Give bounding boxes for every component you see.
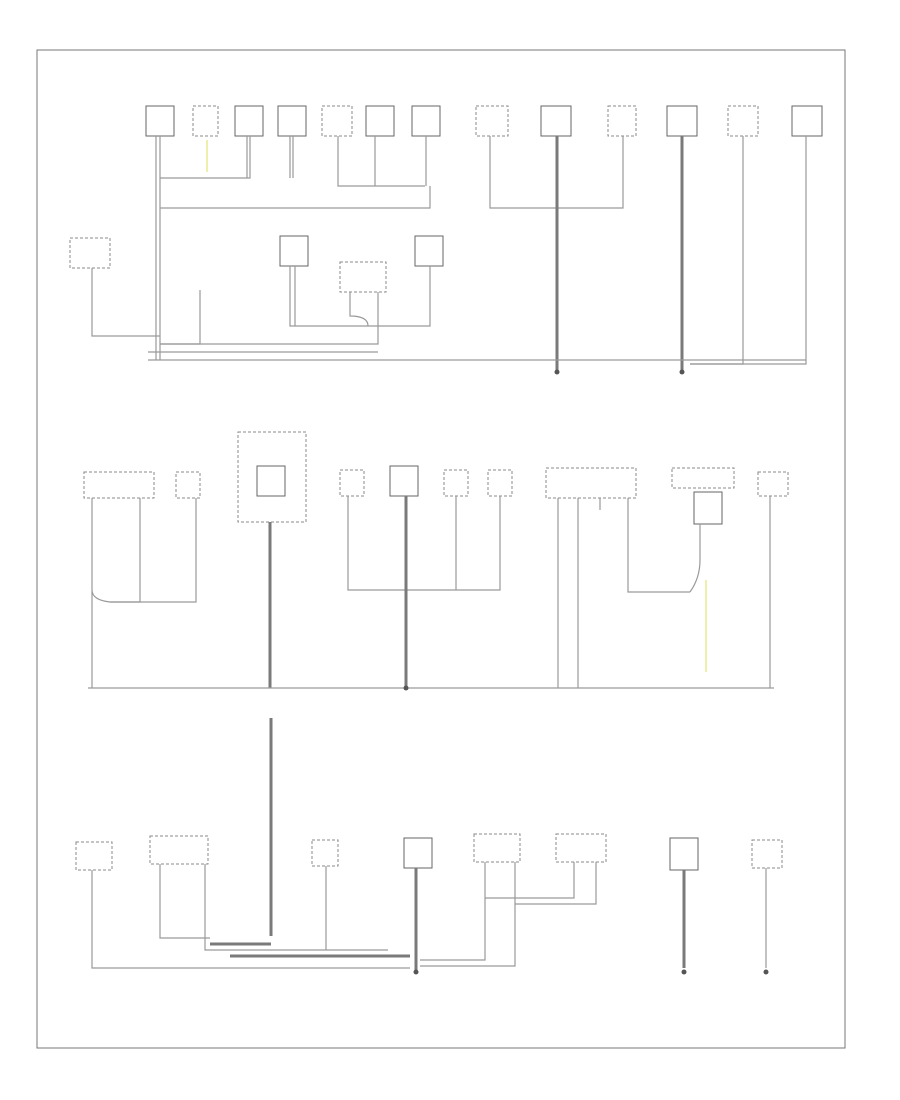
component-dashed-box — [487, 469, 513, 497]
component-dashed-box — [607, 105, 637, 137]
ground-bus — [148, 351, 555, 361]
component-dashed-box — [311, 839, 339, 867]
component-dashed-box — [149, 835, 209, 865]
component-dashed-box — [339, 469, 365, 497]
wire — [91, 268, 160, 337]
ground-point — [403, 685, 409, 691]
component-box — [365, 105, 395, 137]
wire — [489, 136, 560, 209]
component-box — [277, 105, 307, 137]
component-dashed-box — [473, 833, 521, 863]
wire — [689, 524, 701, 593]
wire — [690, 136, 807, 365]
component-box — [669, 837, 699, 871]
component-box — [791, 105, 823, 137]
component-dashed-box — [75, 841, 113, 871]
component-dashed-box — [339, 261, 387, 293]
component-dashed-box — [555, 833, 607, 863]
component-dashed-box — [443, 469, 469, 497]
ground-point — [554, 369, 560, 375]
wire — [160, 326, 379, 345]
component-dashed-box — [321, 105, 353, 137]
component-dashed-box — [757, 471, 789, 497]
component-box — [389, 465, 419, 497]
component-box — [145, 105, 175, 137]
wire — [690, 136, 744, 365]
component-box — [403, 837, 433, 869]
wire — [560, 136, 624, 209]
ground-point — [763, 969, 769, 975]
component-box — [693, 491, 723, 525]
component-dashed-box — [475, 105, 509, 137]
wire — [337, 136, 427, 187]
diagram-frame — [36, 49, 846, 1049]
wire — [349, 292, 379, 327]
bottom-section — [75, 718, 783, 975]
wire — [91, 870, 410, 969]
component-dashed-box — [237, 431, 307, 523]
component-dashed-box — [727, 105, 759, 137]
component-box — [540, 105, 572, 137]
wire — [160, 136, 251, 179]
wire — [160, 290, 201, 345]
wire — [557, 498, 579, 688]
component-box — [414, 235, 444, 267]
ground-point — [681, 969, 687, 975]
ground-point — [413, 969, 419, 975]
component-dashed-box — [545, 467, 637, 499]
component-dashed-box — [69, 237, 111, 269]
wire — [155, 136, 161, 360]
wire — [347, 496, 501, 591]
wire — [289, 136, 294, 178]
wire — [420, 862, 516, 967]
component-box — [279, 235, 309, 267]
component-dashed-box — [175, 471, 201, 499]
component-dashed-box — [83, 471, 155, 499]
wire — [599, 498, 690, 593]
wire — [289, 266, 431, 327]
wire — [91, 498, 141, 688]
component-dashed-box — [671, 467, 735, 489]
wire — [159, 864, 388, 951]
component-box — [666, 105, 698, 137]
wire-heavy — [210, 942, 410, 958]
wire — [485, 862, 597, 905]
component-box — [411, 105, 441, 137]
component-dashed-box — [751, 839, 783, 869]
wire — [110, 498, 197, 603]
component-box — [234, 105, 264, 137]
middle-section — [83, 431, 789, 691]
component-dashed-box — [192, 105, 219, 137]
wire — [160, 186, 431, 209]
top-section — [69, 105, 823, 375]
ground-point — [679, 369, 685, 375]
component-box — [256, 465, 286, 497]
